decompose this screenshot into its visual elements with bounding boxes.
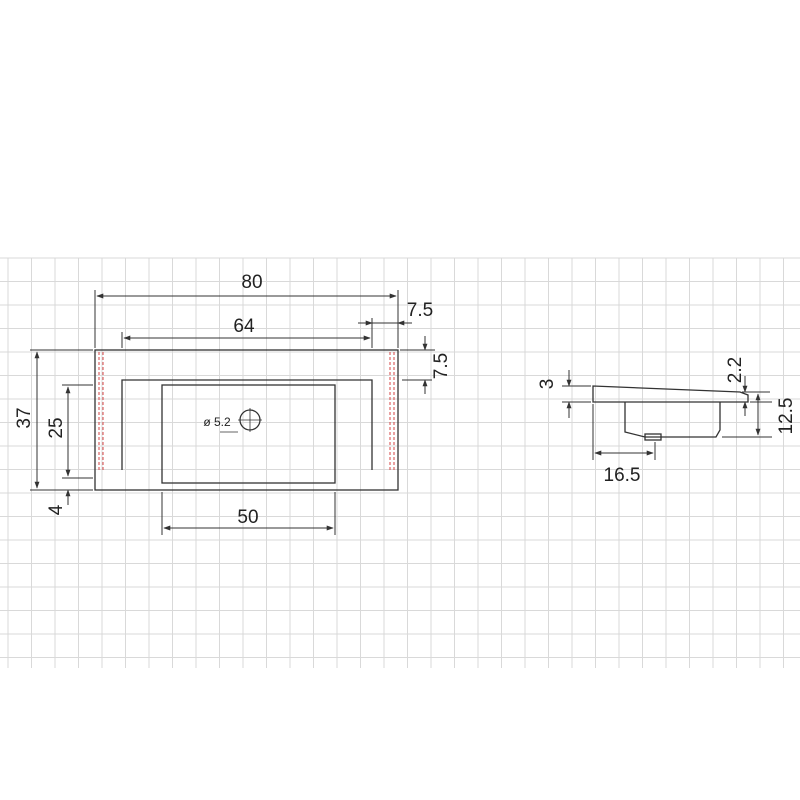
label-side-offset: 7.5 (407, 300, 433, 321)
label-back-offset: 16.5 (604, 465, 641, 486)
grid-background (0, 257, 800, 668)
hidden-edge-left (98, 352, 104, 472)
label-slab-thickness: 3 (537, 379, 558, 390)
drain-stub (644, 433, 662, 441)
label-overall-width: 80 (241, 272, 262, 293)
label-overall-depth: 37 (14, 407, 35, 428)
label-bottom-offset: 4 (46, 504, 67, 515)
basin-profile (624, 402, 721, 438)
label-basin-depth: 25 (46, 417, 67, 438)
side-view (592, 385, 749, 441)
front-view (94, 349, 399, 491)
label-total-height: 12.5 (776, 398, 797, 435)
label-top-offset: 7.5 (431, 353, 452, 379)
label-drain-diameter: ø 5.2 (203, 415, 231, 429)
side-dimensions (562, 370, 772, 460)
drain-symbol (238, 408, 262, 432)
basin-outline (161, 384, 336, 484)
hidden-edge-right (389, 352, 395, 472)
front-dimensions (30, 290, 435, 535)
label-basin-width: 50 (237, 507, 258, 528)
label-rim-height: 2.2 (725, 357, 746, 383)
inner-rim-line (121, 379, 373, 470)
countertop-outline (94, 349, 399, 491)
slab-profile (592, 385, 749, 403)
label-inner-width: 64 (233, 316, 255, 337)
